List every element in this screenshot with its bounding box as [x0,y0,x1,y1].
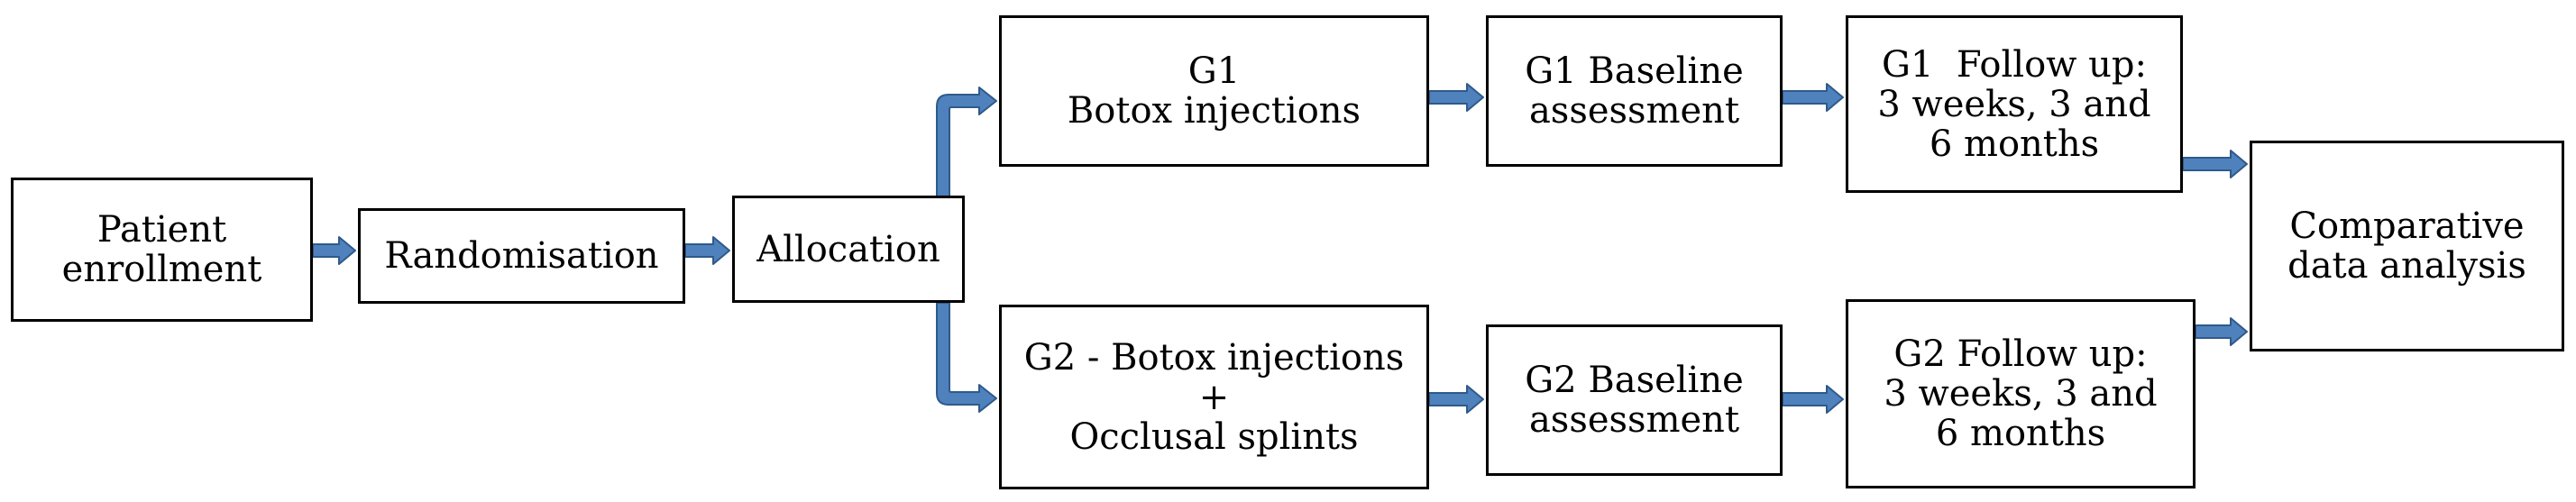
g1-baseline-box: G1 Baseline assessment [1486,15,1783,167]
comparative-analysis-box: Comparative data analysis [2250,141,2564,351]
arrow-allocation-to-g1 [936,87,997,197]
comparative-analysis-line-2: data analysis [2287,245,2526,287]
arrow-g1-baseline-to-g1-followup [1782,83,1844,112]
g1-followup-line-2: 3 weeks, 3 and [1877,83,2151,125]
g2-followup-box: G2 Follow up: 3 weeks, 3 and 6 months [1846,299,2196,488]
g2-baseline-line-1: G2 Baseline [1525,360,1744,401]
arrow-g2-followup-to-comparative [2195,317,2248,346]
arrow-g1-to-g1-baseline [1428,83,1484,112]
g1-followup-line-3: 6 months [1929,123,2100,165]
g1-followup-line-1: G1 Follow up: [1882,43,2147,86]
randomisation-box: Randomisation [358,208,685,304]
arrow-g2-to-g2-baseline [1428,385,1484,414]
g2-baseline-line-2: assessment [1528,399,1740,441]
g1-treatment-line-2: Botox injections [1067,90,1361,132]
allocation-box: Allocation [732,196,965,303]
arrow-g2-baseline-to-g2-followup [1782,385,1844,414]
comparative-analysis-line-1: Comparative [2289,205,2525,247]
g2-treatment-line-3: Occlusal splints [1069,415,1359,458]
g2-treatment-line-1: G2 - Botox injections [1023,336,1405,379]
allocation-label: Allocation [756,228,940,270]
g2-followup-line-3: 6 months [1935,413,2106,454]
arrow-g1-followup-to-comparative [2182,150,2248,178]
g2-treatment-line-2: + [1198,376,1230,418]
g2-followup-line-1: G2 Follow up: [1893,333,2148,375]
patient-enrollment-line-2: enrollment [61,249,262,290]
g1-baseline-line-1: G1 Baseline [1525,50,1744,92]
patient-enrollment-line-1: Patient [96,209,227,251]
g1-baseline-line-2: assessment [1528,90,1740,132]
arrow-allocation-to-g2 [936,302,997,413]
g2-followup-line-2: 3 weeks, 3 and [1884,373,2158,415]
g1-followup-box: G1 Follow up: 3 weeks, 3 and 6 months [1846,15,2183,193]
randomisation-label: Randomisation [384,235,659,277]
g1-treatment-line-1: G1 [1187,50,1241,92]
patient-enrollment-box: Patient enrollment [11,178,313,322]
arrow-enrollment-to-randomisation [312,236,356,265]
g2-treatment-box: G2 - Botox injections + Occlusal splints [999,305,1429,489]
g1-treatment-box: G1 Botox injections [999,15,1429,167]
g2-baseline-box: G2 Baseline assessment [1486,324,1783,476]
arrow-randomisation-to-allocation [684,236,730,265]
